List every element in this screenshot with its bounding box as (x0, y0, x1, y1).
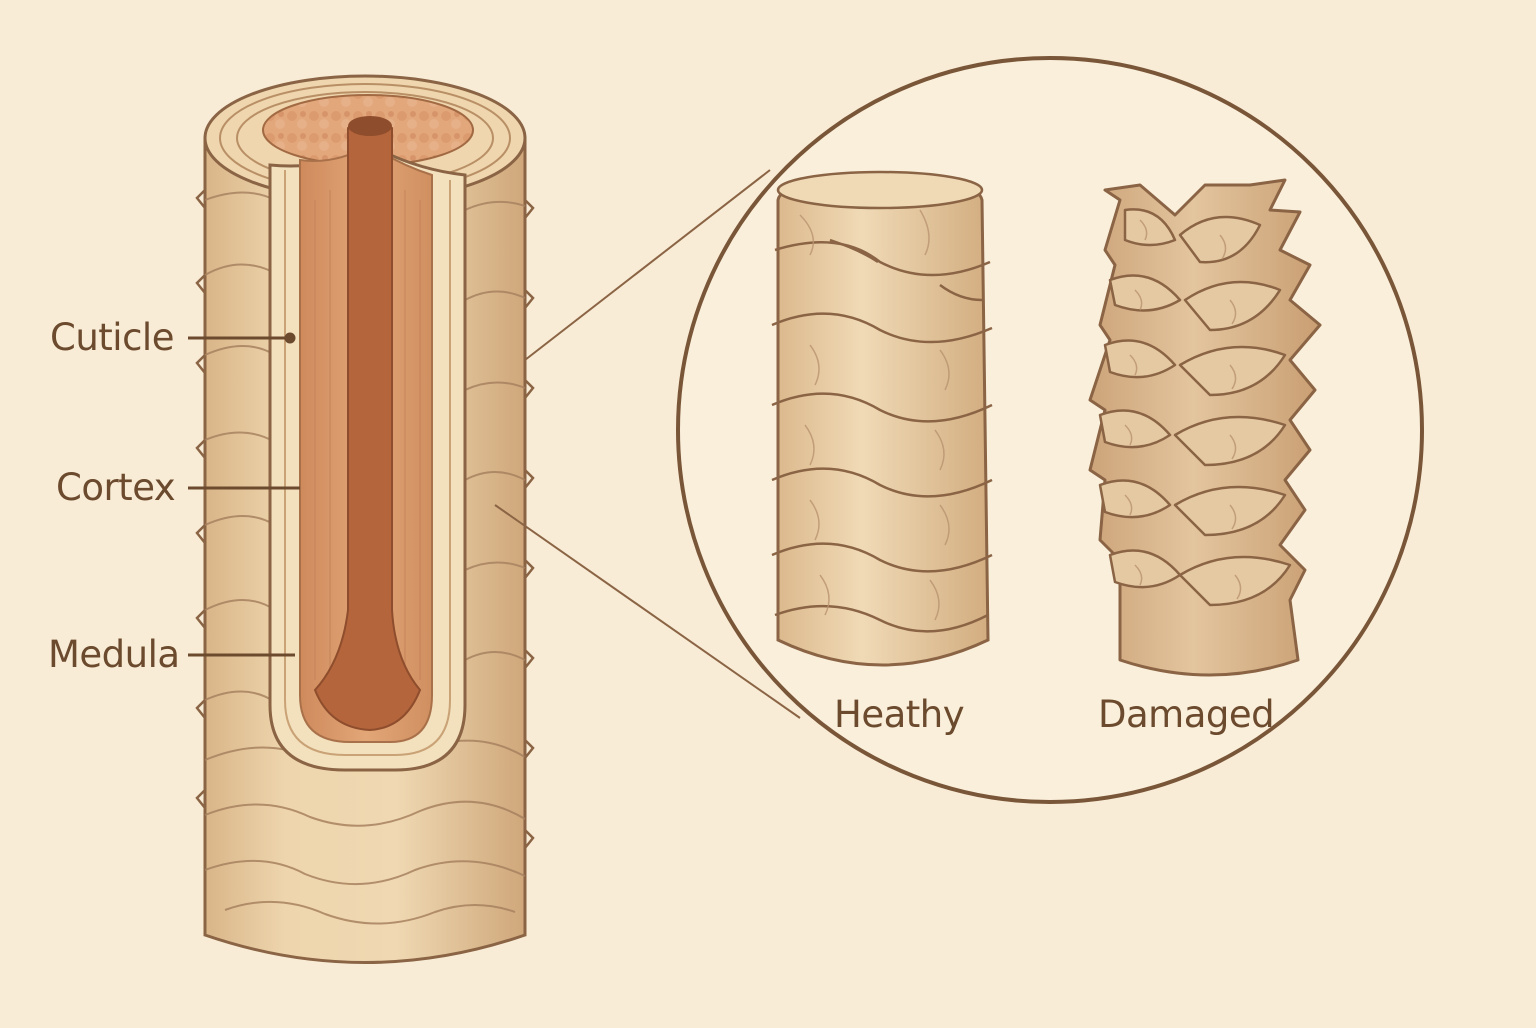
label-medula: Medula (48, 633, 180, 676)
label-cuticle: Cuticle (50, 316, 174, 359)
magnifier-circle (676, 56, 1424, 804)
label-healthy: Heathy (834, 693, 965, 736)
shaft-scale-lines (204, 191, 526, 925)
hair-shaft (195, 74, 535, 964)
label-cortex: Cortex (56, 466, 176, 509)
label-leader-lines (188, 332, 300, 657)
damaged-hair-strand (1088, 178, 1322, 677)
zoom-connector-lines (494, 169, 801, 719)
shaft-scale-edges (195, 189, 535, 849)
label-damaged: Damaged (1098, 693, 1275, 736)
healthy-hair-strand (771, 170, 993, 667)
medulla-core (313, 119, 422, 732)
